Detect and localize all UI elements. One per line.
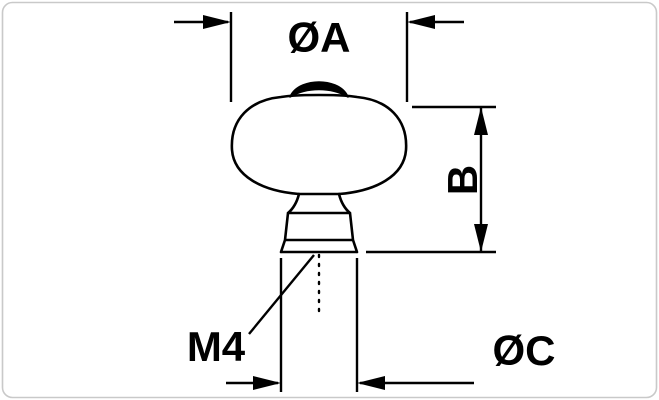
label-diameter-c: ØC [493,327,556,374]
dimension-height-b: B [366,105,496,254]
arrow-c-right [357,376,385,390]
label-thread-m4: M4 [187,323,246,370]
knob-object [230,81,408,315]
arrow-a-left [203,15,231,29]
knob-neck-base [279,192,359,254]
dimension-diameter-c: ØC [226,258,556,392]
label-diameter-a: ØA [288,14,351,61]
thread-callout: M4 [187,254,315,370]
arrow-b-up [474,107,488,135]
label-height-b: B [439,165,486,195]
arrow-c-left [253,376,281,390]
knob-body-outline [230,93,408,196]
knob-top-cap [289,81,349,98]
leader-line-m4 [248,254,315,335]
dimension-diameter-a: ØA [174,12,464,102]
arrow-a-right [407,15,435,29]
arrow-b-down [474,224,488,252]
